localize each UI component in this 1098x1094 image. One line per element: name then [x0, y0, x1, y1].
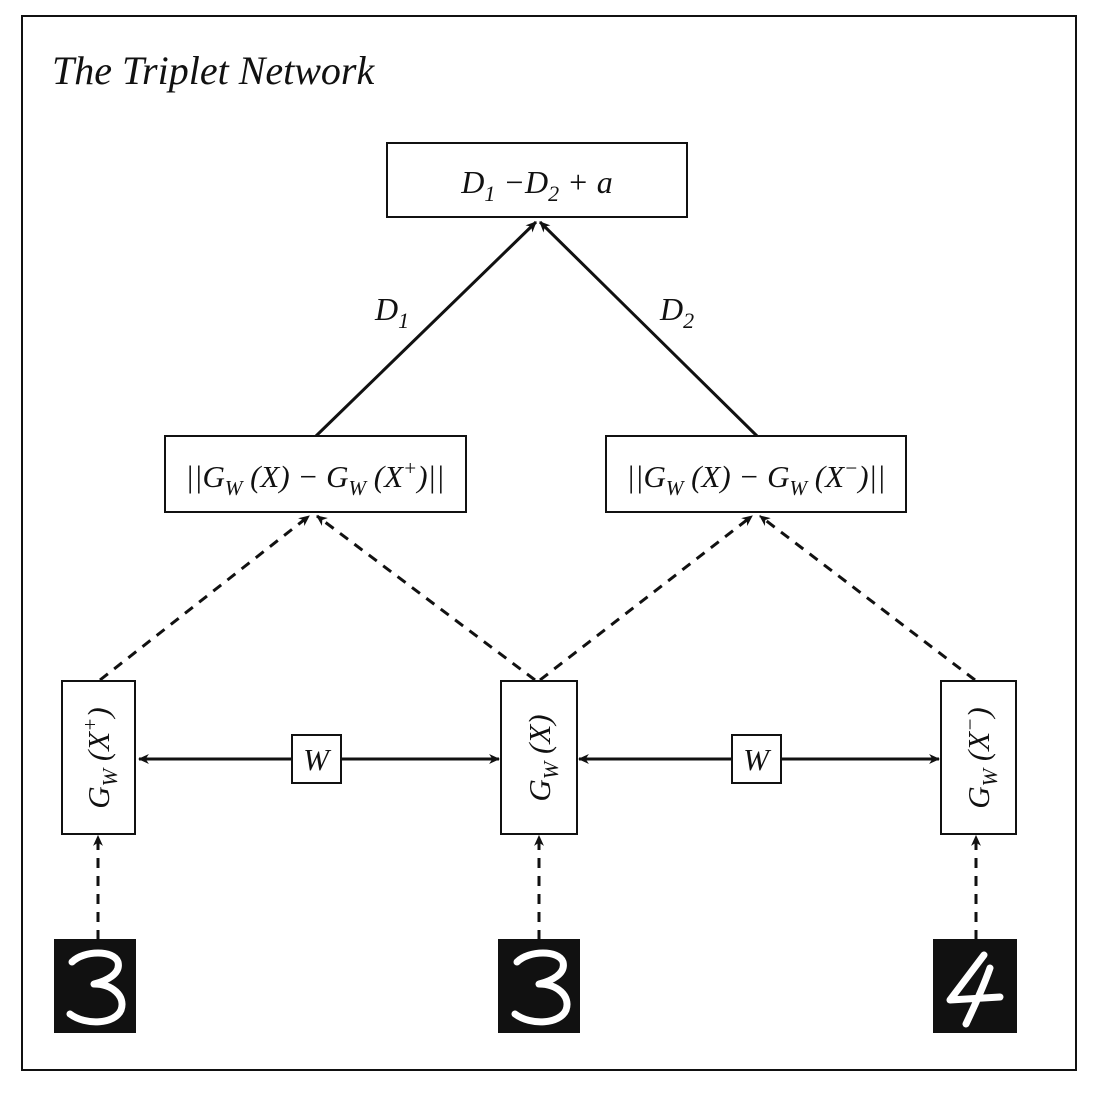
distance-positive-box	[164, 435, 467, 513]
distance-negative-label: ||GW (X) − GW (X−)||	[626, 456, 885, 500]
edge-neg-to-dist-neg	[759, 514, 976, 682]
digit-three-glyph	[66, 949, 126, 1026]
edge-d1-arrow	[314, 220, 538, 438]
edge-pos-to-dist-pos	[99, 514, 310, 682]
distance-positive-label: ||GW (X) − GW (X+)||	[185, 456, 444, 500]
encoder-positive-label: GW (X+)	[78, 707, 122, 808]
edge-anchor-to-dist-pos	[316, 514, 536, 682]
digit-four-glyph	[946, 951, 1004, 1028]
encoder-positive-box	[61, 680, 136, 835]
edge-anchor-to-dist-neg	[539, 514, 753, 682]
shared-weight-label-right: W	[743, 742, 772, 777]
input-image-negative: 4	[0, 0, 1017, 1033]
diagram-title: The Triplet Network	[52, 48, 375, 93]
input-image-positive: 3	[0, 0, 136, 1033]
digit-three-glyph	[511, 949, 571, 1026]
shared-weight-label-left: W	[303, 742, 332, 777]
loss-expression: D1 −D2 + a	[460, 164, 612, 206]
shared-weight-box-left	[291, 734, 342, 784]
input-anchor-digit: 3	[0, 0, 1, 1]
edge-label-d2: D2	[659, 291, 694, 333]
distance-negative-box	[605, 435, 907, 513]
edge-label-d1: D1	[374, 291, 409, 333]
input-image-anchor: 3	[0, 0, 580, 1033]
input-negative-digit: 4	[0, 0, 1, 1]
encoder-negative-label: GW (X−)	[958, 707, 1002, 808]
edge-d2-arrow	[538, 220, 759, 438]
encoder-negative-box	[940, 680, 1017, 835]
encoder-anchor-box	[500, 680, 578, 835]
diagram-frame	[21, 15, 1077, 1071]
loss-box	[386, 142, 688, 218]
encoder-anchor-label: GW (X)	[522, 714, 563, 801]
shared-weight-box-right	[731, 734, 782, 784]
input-positive-digit: 3	[0, 0, 1, 1]
